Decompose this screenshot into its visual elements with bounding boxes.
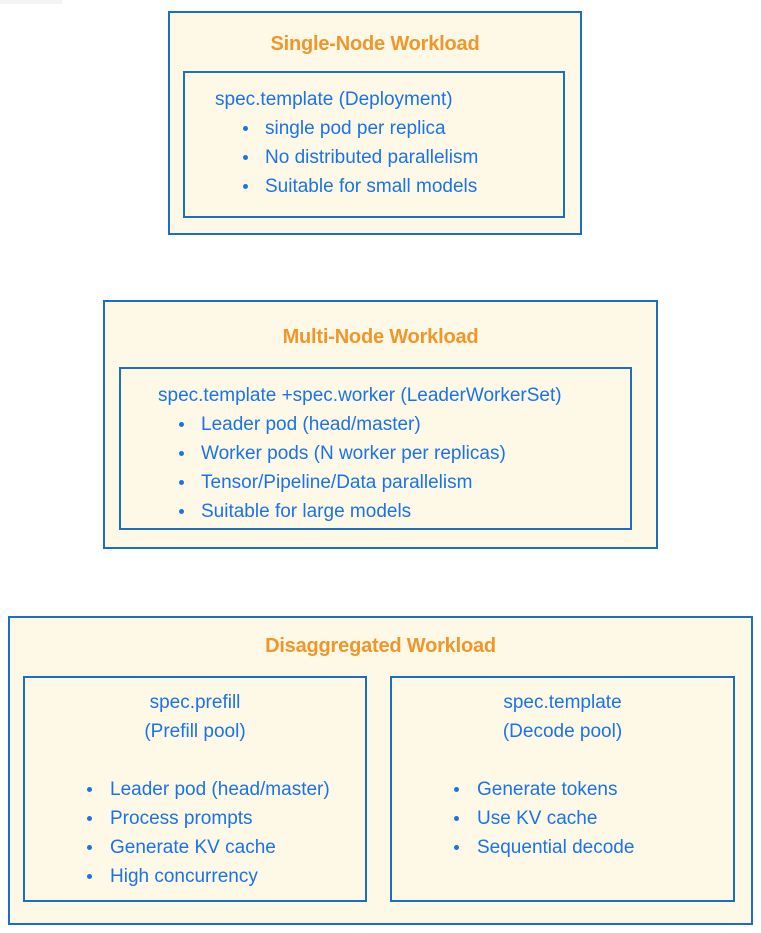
list-item: Leader pod (head/master) bbox=[179, 410, 630, 439]
prefill-heading-line2: (Prefill pool) bbox=[144, 721, 246, 742]
list-item: Sequential decode bbox=[454, 833, 733, 862]
bullet-dot-icon bbox=[179, 509, 184, 514]
multi-node-workload-box: Multi-Node Workload spec.template +spec.… bbox=[103, 300, 658, 549]
single-node-spec-heading: spec.template (Deployment) bbox=[215, 89, 453, 110]
top-left-artifact bbox=[0, 0, 62, 4]
list-item: Tensor/Pipeline/Data parallelism bbox=[179, 468, 630, 497]
bullet-text: Leader pod (head/master) bbox=[201, 414, 421, 435]
list-item: Generate tokens bbox=[454, 775, 733, 804]
single-node-workload-box: Single-Node Workload spec.template (Depl… bbox=[168, 11, 582, 235]
prefill-pool-box: spec.prefill (Prefill pool) Leader pod (… bbox=[23, 676, 367, 902]
decode-bullet-list: Generate tokens Use KV cache Sequential … bbox=[392, 775, 733, 862]
bullet-text: Generate tokens bbox=[477, 779, 618, 800]
bullet-dot-icon bbox=[179, 480, 184, 485]
list-item: Leader pod (head/master) bbox=[87, 775, 365, 804]
multi-node-spec-heading: spec.template +spec.worker (LeaderWorker… bbox=[158, 385, 562, 406]
list-item: Generate KV cache bbox=[87, 833, 365, 862]
bullet-text: Process prompts bbox=[110, 808, 253, 829]
bullet-dot-icon bbox=[87, 845, 92, 850]
multi-node-spec-box: spec.template +spec.worker (LeaderWorker… bbox=[119, 367, 632, 530]
bullet-text: Suitable for small models bbox=[265, 176, 478, 197]
disaggregated-workload-box: Disaggregated Workload spec.prefill (Pre… bbox=[8, 616, 753, 925]
decode-heading-line2: (Decode pool) bbox=[502, 721, 623, 742]
bullet-dot-icon bbox=[179, 451, 184, 456]
bullet-dot-icon bbox=[87, 787, 92, 792]
single-node-workload-title: Single-Node Workload bbox=[270, 33, 480, 55]
list-item: Worker pods (N worker per replicas) bbox=[179, 439, 630, 468]
bullet-text: High concurrency bbox=[110, 866, 258, 887]
list-item: No distributed parallelism bbox=[243, 143, 563, 172]
bullet-text: Leader pod (head/master) bbox=[110, 779, 330, 800]
single-node-spec-box: spec.template (Deployment) single pod pe… bbox=[183, 71, 565, 218]
bullet-dot-icon bbox=[87, 816, 92, 821]
prefill-bullet-list: Leader pod (head/master) Process prompts… bbox=[25, 775, 365, 891]
bullet-text: No distributed parallelism bbox=[265, 147, 479, 168]
list-item: High concurrency bbox=[87, 862, 365, 891]
bullet-dot-icon bbox=[454, 816, 459, 821]
multi-node-bullet-list: Leader pod (head/master) Worker pods (N … bbox=[121, 410, 630, 526]
single-node-bullet-list: single pod per replica No distributed pa… bbox=[185, 114, 563, 201]
list-item: Process prompts bbox=[87, 804, 365, 833]
bullet-dot-icon bbox=[87, 874, 92, 879]
list-item: Suitable for small models bbox=[243, 172, 563, 201]
multi-node-workload-title: Multi-Node Workload bbox=[282, 326, 479, 348]
bullet-text: Sequential decode bbox=[477, 837, 635, 858]
bullet-text: Use KV cache bbox=[477, 808, 598, 829]
disaggregated-workload-title: Disaggregated Workload bbox=[265, 635, 496, 657]
decode-pool-box: spec.template (Decode pool) Generate tok… bbox=[390, 676, 735, 902]
prefill-heading-line1: spec.prefill bbox=[149, 692, 241, 713]
list-item: single pod per replica bbox=[243, 114, 563, 143]
decode-heading-line1: spec.template bbox=[503, 692, 622, 713]
list-item: Use KV cache bbox=[454, 804, 733, 833]
list-item: Suitable for large models bbox=[179, 497, 630, 526]
bullet-text: Generate KV cache bbox=[110, 837, 276, 858]
bullet-text: single pod per replica bbox=[265, 118, 446, 139]
bullet-text: Suitable for large models bbox=[201, 501, 412, 522]
bullet-dot-icon bbox=[243, 155, 248, 160]
bullet-text: Worker pods (N worker per replicas) bbox=[201, 443, 506, 464]
bullet-dot-icon bbox=[454, 787, 459, 792]
bullet-dot-icon bbox=[454, 845, 459, 850]
bullet-dot-icon bbox=[243, 126, 248, 131]
bullet-dot-icon bbox=[243, 184, 248, 189]
bullet-dot-icon bbox=[179, 422, 184, 427]
bullet-text: Tensor/Pipeline/Data parallelism bbox=[201, 472, 473, 493]
